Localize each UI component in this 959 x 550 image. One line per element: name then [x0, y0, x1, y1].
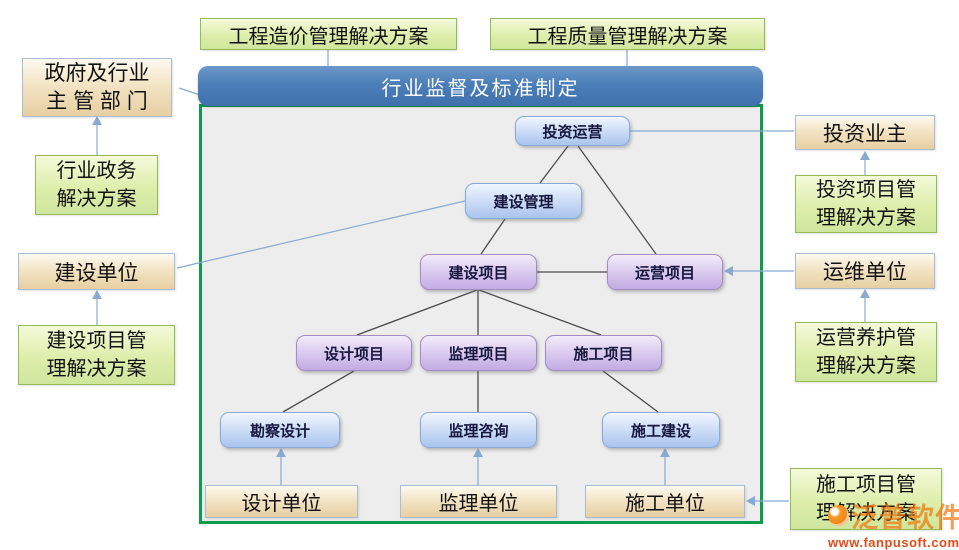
construction-unit-label: 施工单位: [625, 493, 705, 515]
box-construction-unit: 施工单位: [585, 485, 745, 518]
build-solution-label: 建设项目管 理解决方案: [46, 330, 147, 380]
build-mgmt-label: 建设管理: [493, 193, 554, 211]
construction-build-label: 施工建设: [630, 422, 691, 440]
gov-unit-label: 政府及行业 主 管 部 门: [44, 61, 150, 113]
node-survey-design: 勘察设计: [220, 412, 340, 448]
survey-design-label: 勘察设计: [249, 422, 310, 440]
supervision-project-label: 监理项目: [448, 345, 509, 363]
design-project-label: 设计项目: [323, 345, 384, 363]
box-quality-solution: 工程质量管理解决方案: [490, 18, 765, 50]
box-design-unit: 设计单位: [205, 485, 358, 518]
box-invest-solution: 投资项目管 理解决方案: [795, 175, 937, 233]
arrow-up-gov: [92, 116, 102, 125]
node-design-project: 设计项目: [296, 335, 412, 371]
box-gov-solution: 行业政务 解决方案: [35, 155, 158, 215]
arrow-up-buildunit: [92, 290, 102, 299]
header-industry-supervision: 行业监督及标准制定: [198, 66, 763, 106]
invest-owner-label: 投资业主: [823, 122, 907, 146]
box-cost-solution: 工程造价管理解决方案: [200, 18, 457, 50]
watermark-brand: 泛普软件: [851, 503, 959, 533]
node-construction-project: 施工项目: [545, 335, 662, 371]
supervision-consult-label: 监理咨询: [448, 422, 509, 440]
arrow-up-opsunit: [860, 289, 870, 298]
box-gov-unit: 政府及行业 主 管 部 门: [22, 58, 172, 117]
box-build-unit: 建设单位: [18, 253, 175, 290]
watermark: 泛普软件 www.fanpusoft.com: [828, 496, 959, 550]
design-unit-label: 设计单位: [241, 493, 322, 515]
construction-project-label: 施工项目: [573, 345, 634, 363]
invest-ops-label: 投资运营: [542, 123, 603, 141]
node-supervision-project: 监理项目: [420, 335, 537, 371]
node-supervision-consult: 监理咨询: [420, 412, 537, 448]
cost-solution-label: 工程造价管理解决方案: [228, 25, 429, 48]
edge-gov-header: [178, 87, 201, 96]
invest-solution-label: 投资项目管 理解决方案: [816, 179, 916, 229]
build-project-label: 建设项目: [448, 264, 509, 282]
box-build-solution: 建设项目管 理解决方案: [18, 325, 175, 385]
box-ops-solution: 运营养护管 理解决方案: [795, 322, 937, 382]
box-invest-owner: 投资业主: [795, 115, 935, 150]
node-invest-ops: 投资运营: [515, 116, 630, 146]
gov-solution-label: 行业政务 解决方案: [56, 160, 137, 210]
supervision-unit-label: 监理单位: [438, 493, 519, 515]
quality-solution-label: 工程质量管理解决方案: [527, 25, 728, 48]
node-build-project: 建设项目: [420, 254, 537, 290]
ops-unit-label: 运维单位: [823, 261, 907, 284]
box-supervision-unit: 监理单位: [400, 485, 557, 518]
node-ops-project: 运营项目: [607, 254, 723, 290]
ops-solution-label: 运营养护管 理解决方案: [816, 327, 916, 377]
node-build-mgmt: 建设管理: [465, 183, 582, 219]
industry-container: [199, 104, 763, 524]
node-construction-build: 施工建设: [602, 412, 720, 448]
watermark-url: www.fanpusoft.com: [828, 535, 959, 550]
arrow-up-investowner: [860, 151, 870, 160]
box-ops-unit: 运维单位: [795, 253, 935, 289]
header-label: 行业监督及标准制定: [381, 77, 580, 100]
fanpu-logo-icon: [828, 505, 849, 526]
ops-project-label: 运营项目: [634, 264, 695, 282]
build-unit-label: 建设单位: [54, 261, 139, 285]
